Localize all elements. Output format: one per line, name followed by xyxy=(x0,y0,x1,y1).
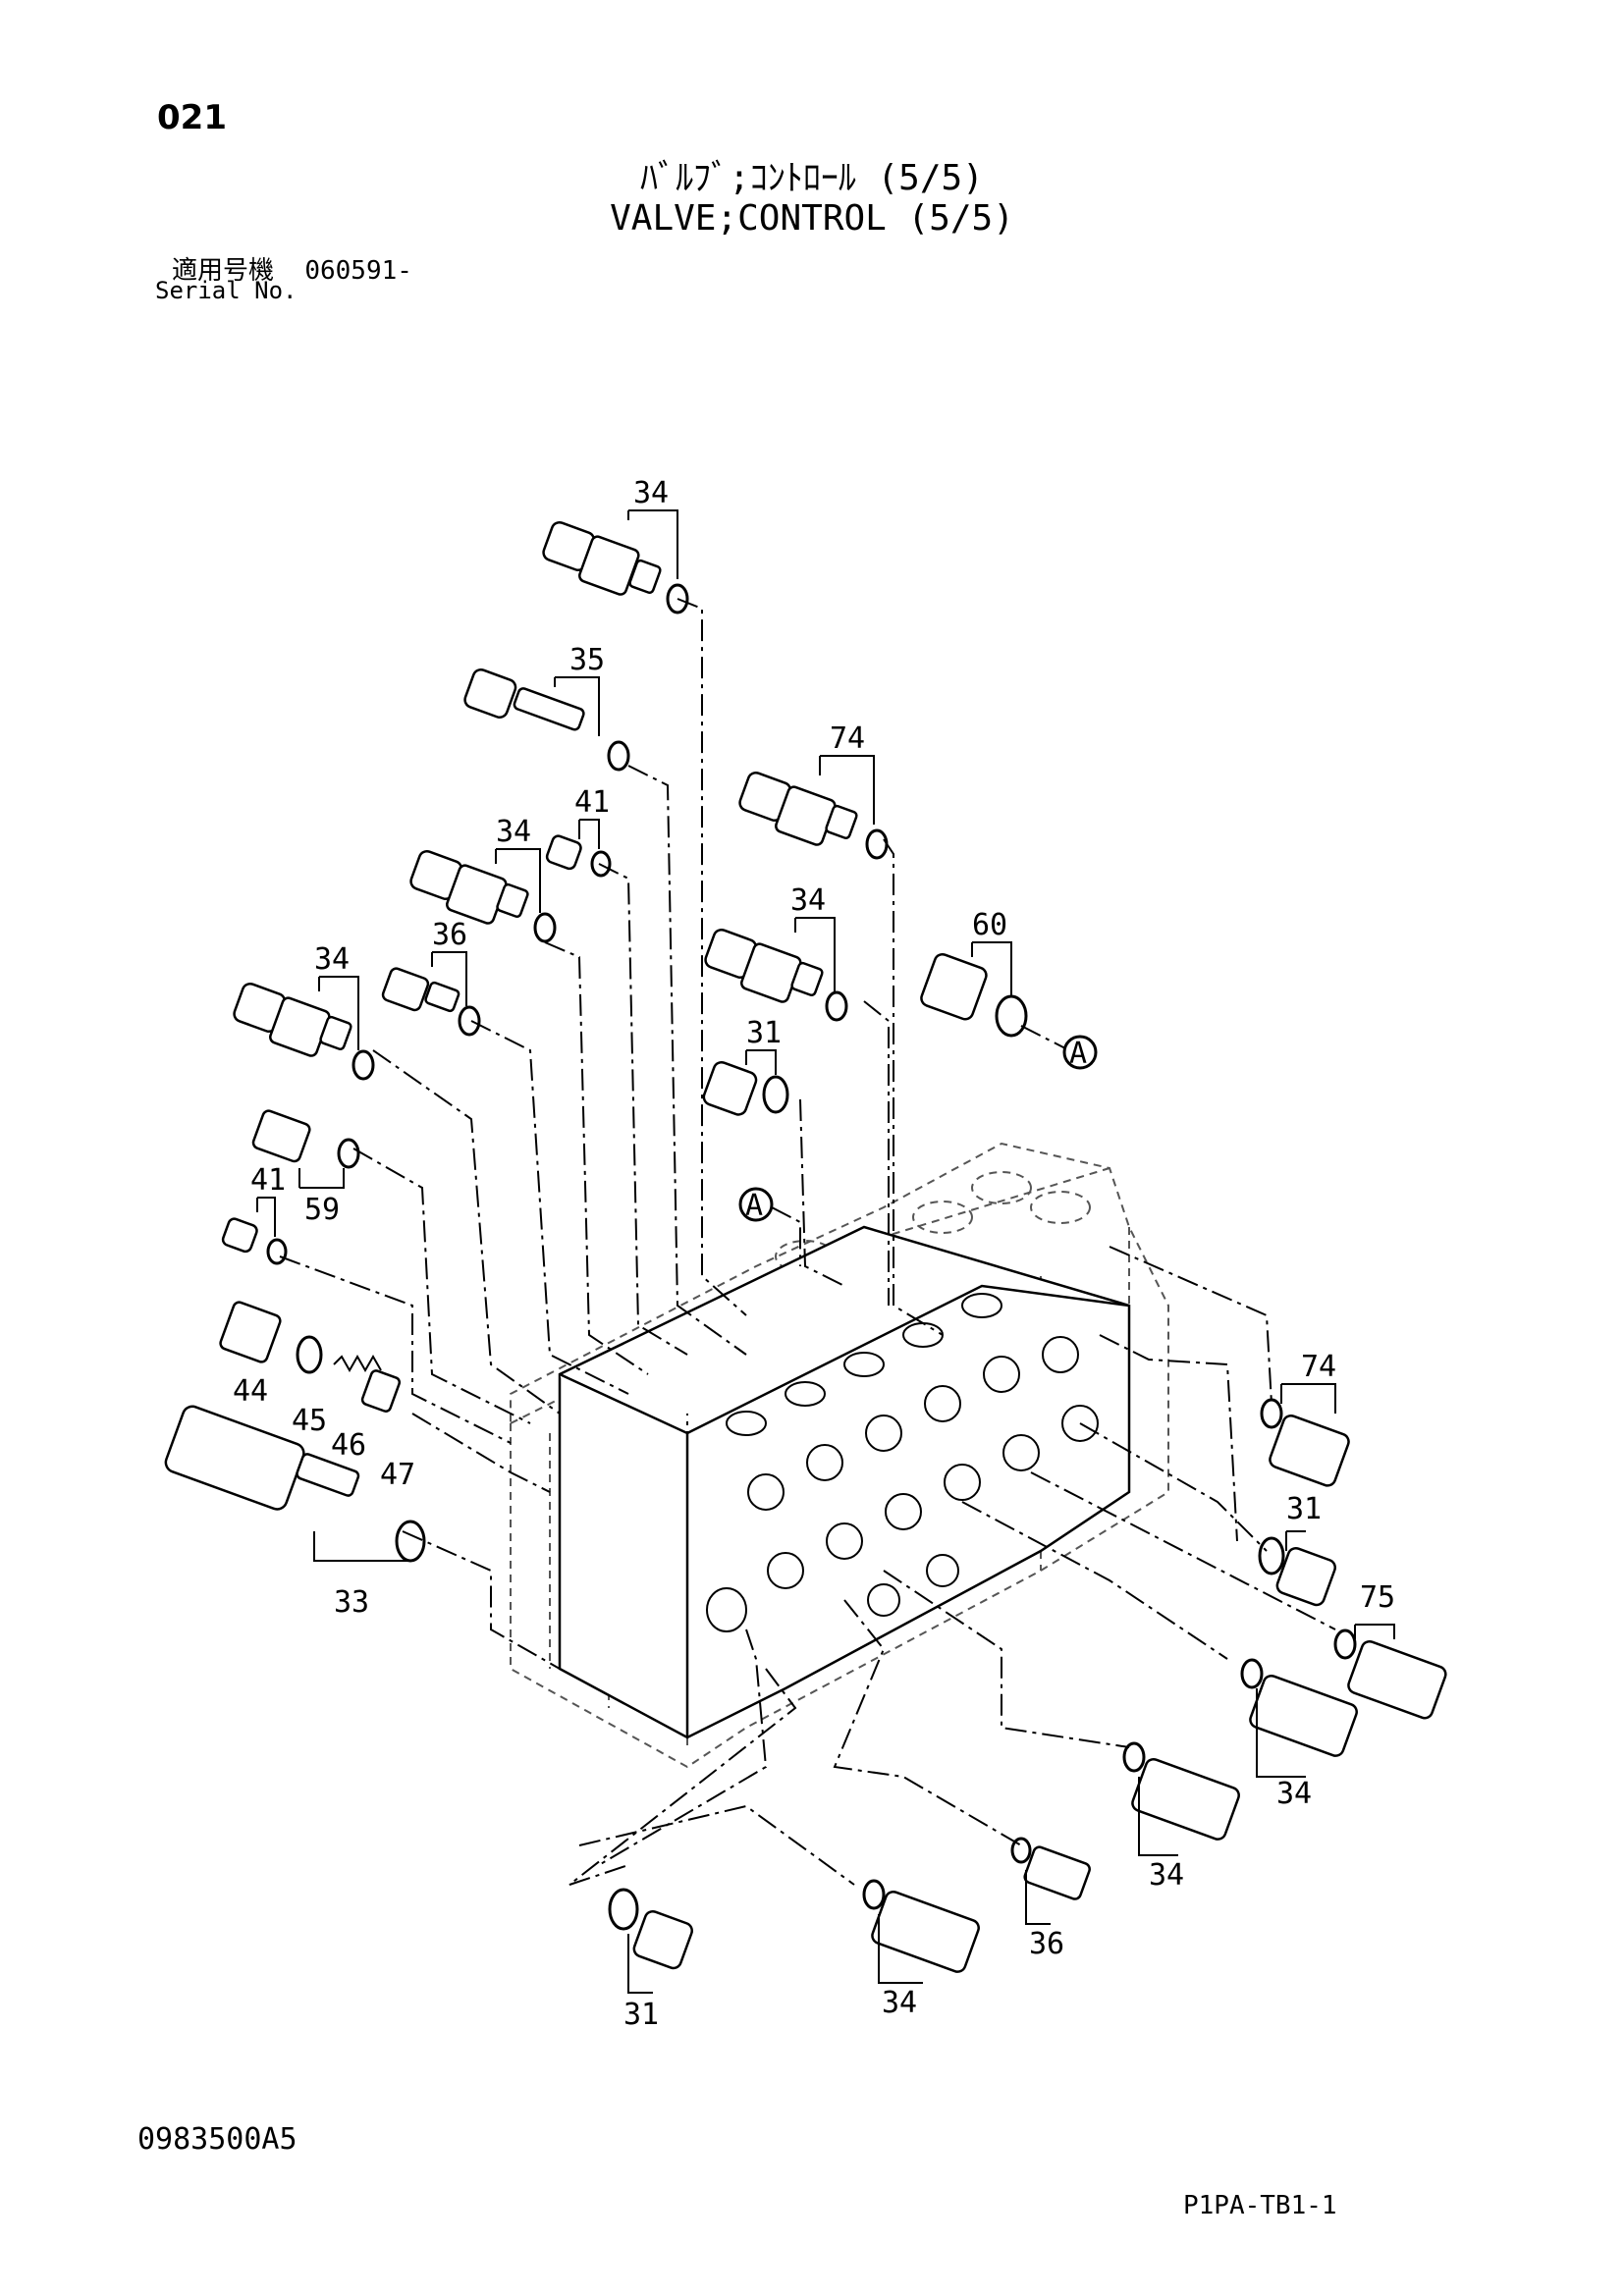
callout-34: 34 xyxy=(314,942,350,977)
callout-31: 31 xyxy=(623,1998,659,2032)
callout-34: 34 xyxy=(496,815,531,849)
document-code: 0983500A5 xyxy=(137,2122,298,2157)
part-34-bottom-right xyxy=(1122,1741,1240,1841)
callout-31: 31 xyxy=(746,1016,782,1050)
part-34-top xyxy=(542,521,689,614)
callout-74: 74 xyxy=(830,721,865,756)
reference-mark-a-left: A xyxy=(738,1187,801,1266)
callout-numbers: 34 35 74 41 34 34 36 60 34 31 41 59 44 4… xyxy=(233,476,1395,2032)
callout-31: 31 xyxy=(1286,1492,1322,1526)
part-31-upper xyxy=(702,1061,789,1116)
page-title-english: VALVE;CONTROL (5/5) xyxy=(610,198,1014,239)
valve-body xyxy=(558,1225,1131,1739)
serial-applicability: 適用号機 060591- xyxy=(172,250,412,287)
callout-35: 35 xyxy=(569,643,605,677)
callout-41: 41 xyxy=(250,1163,286,1198)
callout-44: 44 xyxy=(233,1374,268,1409)
sheet-code: P1PA-TB1-1 xyxy=(1183,2191,1337,2220)
callout-74: 74 xyxy=(1301,1350,1336,1384)
callout-brackets xyxy=(256,509,1395,1994)
callout-60: 60 xyxy=(972,908,1007,942)
callout-75: 75 xyxy=(1360,1580,1395,1615)
part-74-right xyxy=(1260,1398,1350,1487)
page-number: 021 xyxy=(157,98,227,137)
serial-label-japanese: 適用号機 xyxy=(172,256,275,286)
callout-34: 34 xyxy=(790,883,826,918)
part-34-right xyxy=(1240,1658,1358,1757)
callout-46: 46 xyxy=(331,1428,366,1463)
part-33 xyxy=(164,1405,426,1563)
part-31-right xyxy=(1258,1536,1336,1607)
callout-36: 36 xyxy=(432,918,467,952)
reference-mark-label: A xyxy=(1069,1037,1087,1071)
callout-34: 34 xyxy=(882,1986,917,2020)
part-35 xyxy=(463,668,630,772)
page-title-japanese: ﾊﾞﾙﾌﾞ;ｺﾝﾄﾛｰﾙ (5/5) xyxy=(640,158,984,198)
callout-59: 59 xyxy=(304,1193,340,1227)
callout-34: 34 xyxy=(1149,1858,1184,1893)
callout-45: 45 xyxy=(292,1404,327,1438)
callout-34: 34 xyxy=(633,476,669,510)
part-41-left xyxy=(221,1217,288,1265)
part-75 xyxy=(1333,1629,1447,1720)
part-34-mid-right xyxy=(704,929,848,1022)
part-36-upper xyxy=(381,967,481,1037)
part-34-left xyxy=(233,983,375,1081)
callout-36: 36 xyxy=(1029,1927,1064,1961)
callout-41: 41 xyxy=(574,785,610,820)
part-44-45-46-47 xyxy=(219,1301,402,1413)
reference-mark-label: A xyxy=(745,1189,763,1223)
callout-47: 47 xyxy=(380,1458,415,1492)
part-74-top xyxy=(738,772,889,860)
serial-label-english: Serial No. xyxy=(155,277,298,304)
reference-mark-a-top: A xyxy=(1020,1025,1098,1071)
part-59 xyxy=(251,1109,360,1169)
part-34-bottom-center xyxy=(862,1879,980,1973)
part-34-mid-left xyxy=(409,850,557,943)
part-36-bottom xyxy=(1010,1837,1091,1900)
callout-34: 34 xyxy=(1276,1777,1312,1811)
part-41-top xyxy=(545,834,612,878)
part-60 xyxy=(920,953,1028,1038)
serial-value: 060591- xyxy=(304,256,412,286)
callout-33: 33 xyxy=(334,1585,369,1620)
part-31-bottom xyxy=(608,1888,693,1970)
leader-lines xyxy=(279,598,1336,1886)
